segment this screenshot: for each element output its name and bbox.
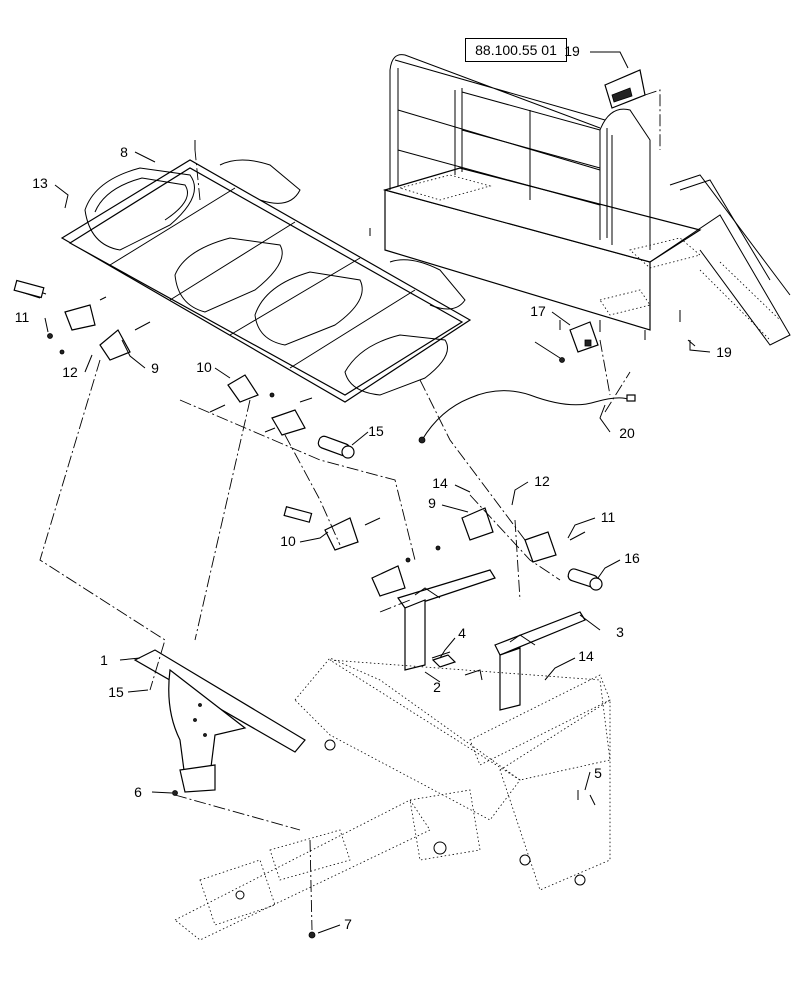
pin-15-upper <box>317 435 355 459</box>
seat-frame-8 <box>60 140 472 403</box>
cable-harness-19 <box>418 390 636 444</box>
assembly-lines <box>39 149 631 931</box>
callout-3: 3 <box>616 624 624 640</box>
callout-6: 6 <box>134 784 142 800</box>
callout-15-upper: 15 <box>368 423 384 439</box>
bolt-7 <box>308 931 316 939</box>
pin-15-mid <box>567 568 603 591</box>
platform-assembly <box>382 54 791 346</box>
pin-18 <box>687 339 696 347</box>
callout-14-lower: 15 <box>108 684 124 700</box>
callout-9-mid: 9 <box>428 495 436 511</box>
callout-10-upper: 10 <box>196 359 212 375</box>
bolt-20 <box>559 357 565 363</box>
upper-mount-center <box>209 374 313 436</box>
shim-4 <box>431 651 451 659</box>
support-stand-2 <box>397 569 496 671</box>
chassis-frame <box>174 657 611 941</box>
mid-mounts <box>283 506 586 597</box>
bolts-5 <box>577 790 596 806</box>
callout-17: 19 <box>564 43 580 59</box>
upper-mount-left <box>13 279 151 361</box>
callout-12-upper: 12 <box>62 364 78 380</box>
callout-8: 8 <box>120 144 128 160</box>
light-box-17 <box>604 69 661 150</box>
callout-19: 20 <box>619 425 635 441</box>
support-stand-3 <box>494 611 586 711</box>
callout-4: 4 <box>458 625 466 641</box>
callout-15-mid: 16 <box>624 550 640 566</box>
callout-13-lower: 14 <box>578 648 594 664</box>
callout-11-mid: 11 <box>601 509 616 525</box>
reference-code-label: 88.100.55 01 <box>475 42 557 58</box>
leader-lines <box>44 51 711 934</box>
callout-5: 5 <box>594 765 602 781</box>
bolt-6 <box>172 790 178 796</box>
callout-9-upper: 9 <box>151 360 159 376</box>
callout-18: 19 <box>716 344 732 360</box>
callout-10-mid: 10 <box>280 533 296 549</box>
bracket-16 <box>569 321 599 353</box>
callout-labels: 19 8 13 11 12 9 10 15 17 19 20 14 9 12 1… <box>15 43 732 932</box>
callout-16: 17 <box>530 303 546 319</box>
callout-14-mid: 14 <box>432 475 448 491</box>
callout-2: 2 <box>433 679 441 695</box>
callout-11-upper: 11 <box>15 309 30 325</box>
pin-13 <box>464 669 483 681</box>
callout-12-mid: 12 <box>534 473 550 489</box>
reference-code-box: 88.100.55 01 <box>465 38 567 62</box>
callout-1: 1 <box>100 652 108 668</box>
cross-support-1 <box>133 649 306 793</box>
callout-13-upper: 13 <box>32 175 48 191</box>
callout-7: 7 <box>344 916 352 932</box>
